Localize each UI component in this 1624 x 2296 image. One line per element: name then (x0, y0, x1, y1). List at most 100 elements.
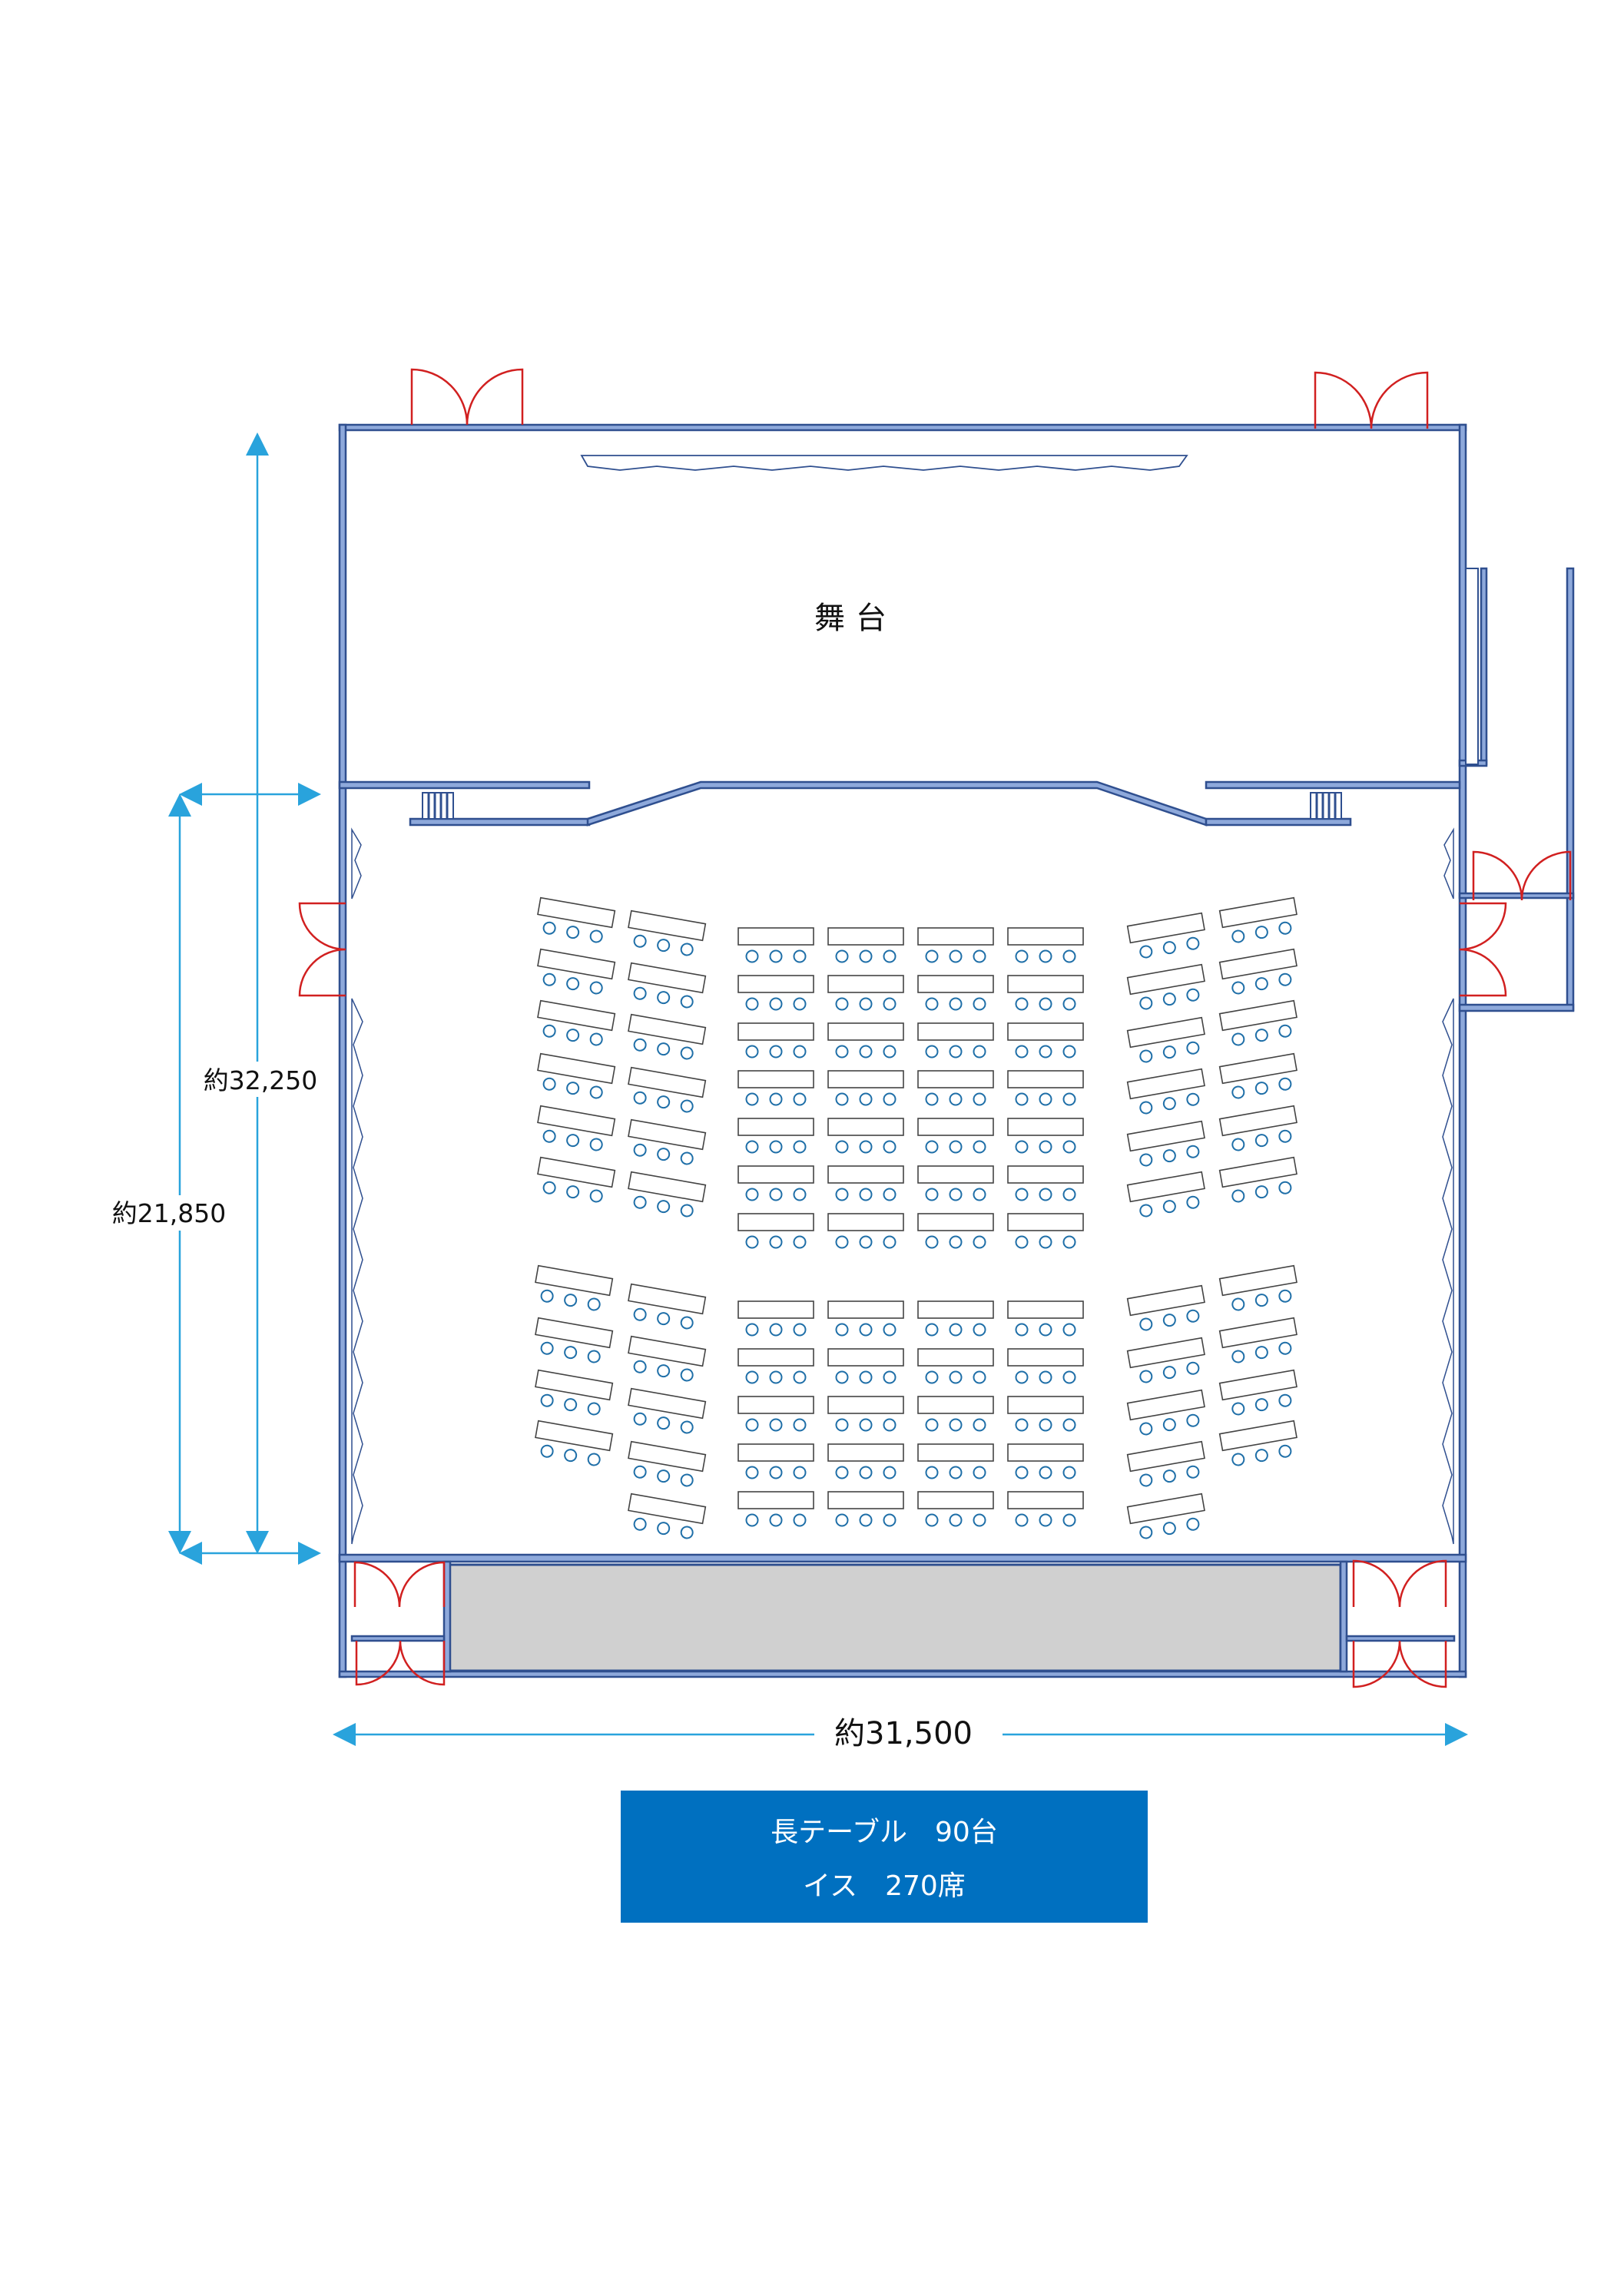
chair (973, 949, 986, 963)
chair (566, 1029, 580, 1042)
table-unit-41 (1007, 1165, 1084, 1201)
chair (1278, 1341, 1292, 1355)
chair (883, 1235, 897, 1249)
long-table (827, 1443, 904, 1462)
chair (564, 1398, 578, 1412)
chair (542, 921, 556, 935)
chair (883, 1513, 897, 1527)
chair (1231, 1085, 1245, 1099)
chair (1162, 1366, 1176, 1380)
chair (973, 997, 986, 1011)
chair (1231, 1350, 1245, 1363)
left-wall (338, 423, 347, 1678)
chair (589, 929, 603, 943)
table-unit-7 (737, 1300, 814, 1337)
long-table (827, 1348, 904, 1367)
table-unit-49 (537, 948, 616, 995)
long-table (535, 1264, 614, 1297)
table-unit-66 (628, 1387, 707, 1434)
chair (680, 1204, 694, 1218)
chair (633, 1038, 647, 1052)
long-table (917, 1348, 994, 1367)
long-table (537, 1052, 616, 1085)
long-table (1126, 1171, 1205, 1203)
chair (1231, 1189, 1245, 1203)
long-table (827, 1165, 904, 1184)
lobby-area (448, 1563, 1342, 1672)
chair (680, 1046, 694, 1060)
chair (680, 1316, 694, 1330)
chair (1039, 1235, 1052, 1249)
chair (769, 997, 783, 1011)
table-unit-87 (1218, 1317, 1298, 1363)
chair (657, 1042, 671, 1056)
long-table (737, 975, 814, 993)
chair (793, 1092, 807, 1106)
door-0 (410, 368, 524, 426)
table-unit-16 (827, 1118, 904, 1154)
table-unit-11 (737, 1491, 814, 1527)
chair (657, 939, 671, 953)
side-curtains (351, 827, 1454, 1545)
chair (925, 1418, 939, 1432)
long-table (1218, 1317, 1298, 1349)
chair (1278, 1024, 1292, 1038)
door-5 (353, 1561, 446, 1608)
chair (973, 1188, 986, 1201)
chair (1039, 1045, 1052, 1059)
chair (859, 997, 873, 1011)
chair (1062, 949, 1076, 963)
chair (925, 1466, 939, 1479)
chair (769, 1370, 783, 1384)
long-table (628, 1171, 707, 1203)
table-unit-22 (827, 1443, 904, 1479)
table-unit-21 (827, 1396, 904, 1432)
chair (1186, 988, 1200, 1002)
chair (1278, 972, 1292, 986)
long-table (1126, 1068, 1205, 1100)
stage-edge-left (338, 780, 591, 790)
long-table (827, 1118, 904, 1136)
table-unit-79 (1126, 1493, 1205, 1539)
table-unit-9 (737, 1396, 814, 1432)
long-table (827, 1491, 904, 1509)
chair (1039, 1466, 1052, 1479)
long-table (1218, 896, 1298, 929)
long-table (1218, 1420, 1298, 1452)
chair (973, 1323, 986, 1337)
chair (859, 1092, 873, 1106)
chair (1162, 1418, 1176, 1432)
table-unit-78 (1126, 1440, 1205, 1487)
chair (1015, 1045, 1029, 1059)
table-unit-74 (1126, 1171, 1205, 1218)
chair (1231, 1402, 1245, 1416)
right-wall (1458, 423, 1467, 1678)
table-unit-83 (1218, 1052, 1298, 1099)
chair (745, 1466, 759, 1479)
chair (1231, 1032, 1245, 1046)
chair (769, 1418, 783, 1432)
stage-lights (580, 455, 1188, 471)
chair (680, 1368, 694, 1382)
chair (1015, 1140, 1029, 1154)
chair (1254, 926, 1268, 939)
long-table (628, 1118, 707, 1151)
table-unit-70 (1126, 963, 1205, 1010)
long-table (1218, 1156, 1298, 1188)
table-unit-12 (827, 927, 904, 963)
chair (657, 1312, 671, 1326)
table-unit-34 (917, 1443, 994, 1479)
annex-outer-wall (1566, 567, 1575, 1012)
table-unit-45 (1007, 1396, 1084, 1432)
table-unit-39 (1007, 1070, 1084, 1106)
chair (949, 1188, 963, 1201)
chair (633, 1195, 647, 1209)
long-table (628, 1013, 707, 1045)
chair (589, 1189, 603, 1203)
chair (1039, 949, 1052, 963)
table-unit-19 (827, 1300, 904, 1337)
chair (633, 1412, 647, 1426)
long-table (827, 1396, 904, 1414)
long-table (827, 1070, 904, 1088)
chair (1062, 1466, 1076, 1479)
